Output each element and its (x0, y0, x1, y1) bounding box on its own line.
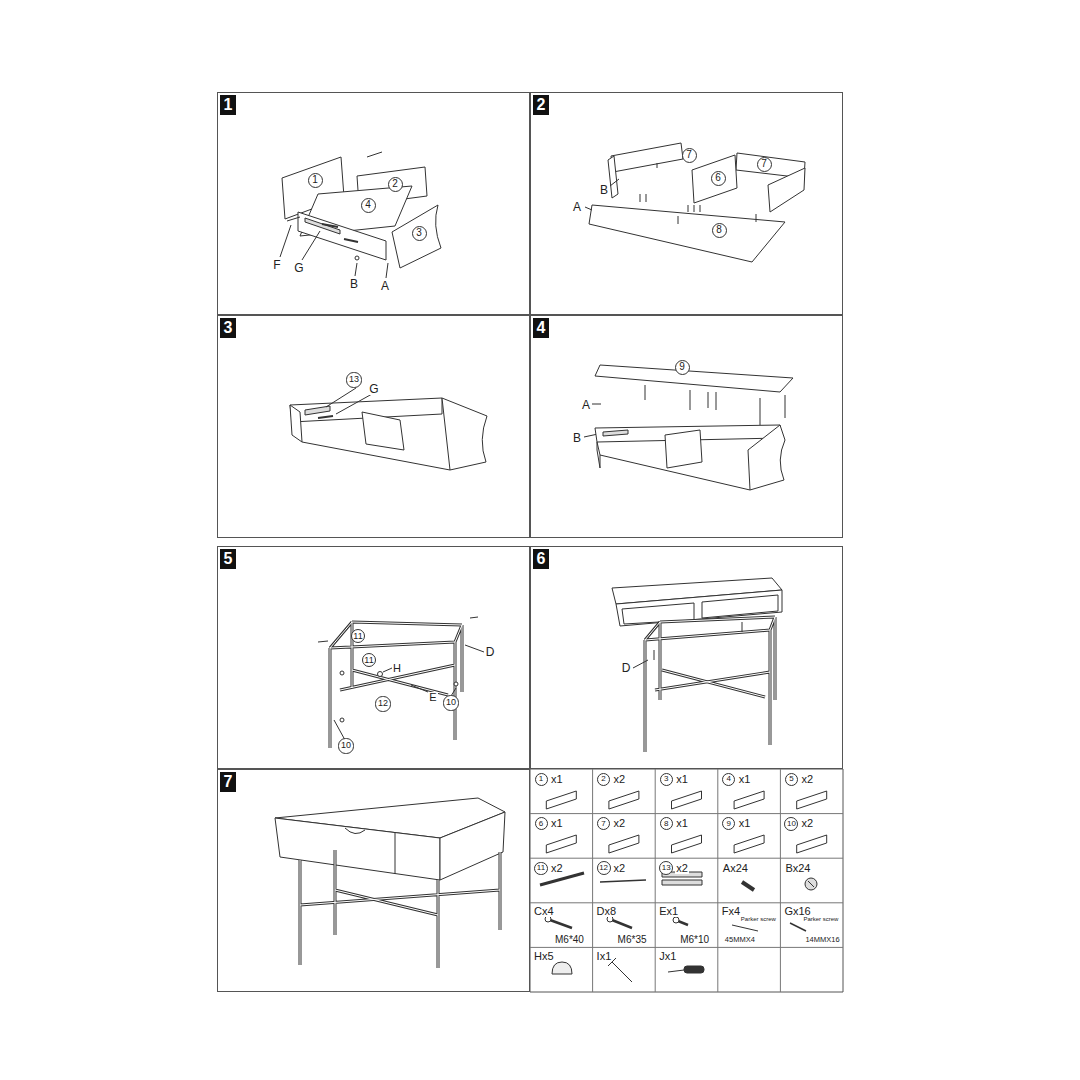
part-number: 12 (597, 861, 611, 875)
part-label: M6*10 (679, 935, 710, 945)
step-number: 5 (220, 549, 236, 569)
part-number: 4 (722, 773, 735, 786)
part-label: Parker screw (802, 916, 839, 922)
part-number: 5 (785, 773, 798, 786)
step-panel: 4 (530, 315, 843, 538)
part-label: M6*40 (554, 935, 585, 945)
callout-number: 11 (362, 653, 376, 667)
part-label: Cx4 (533, 906, 555, 917)
part-label: x1 (675, 818, 689, 829)
part-label: x2 (550, 863, 564, 874)
part-label: x2 (613, 818, 627, 829)
part-number: 2 (597, 773, 610, 786)
callout-number: 4 (361, 198, 376, 213)
part-label: Ex1 (658, 906, 679, 917)
part-label: x2 (800, 774, 814, 785)
callout-letter: G (368, 383, 379, 395)
callout-letter: G (293, 262, 304, 274)
callout-letter: A (572, 201, 582, 213)
callout-number: 2 (388, 177, 403, 192)
step-number: 2 (533, 95, 549, 115)
part-label: Parker screw (740, 916, 777, 922)
callout-number: 10 (338, 738, 353, 753)
part-number: 6 (535, 817, 548, 830)
step-number: 7 (220, 772, 236, 792)
callout-number: 11 (351, 629, 365, 643)
part-label: M6*35 (617, 935, 648, 945)
part-label: 45MMX4 (724, 936, 756, 944)
part-label: Ax24 (722, 863, 749, 874)
part-number: 13 (659, 861, 673, 875)
callout-letter: B (572, 432, 582, 444)
step-panel: 6 (530, 546, 843, 769)
part-label: x2 (800, 818, 814, 829)
part-number: 7 (597, 817, 610, 830)
callout-letter: H (392, 663, 402, 674)
part-label: x1 (550, 774, 564, 785)
callout-number: 13 (346, 372, 361, 387)
part-number: 8 (660, 817, 673, 830)
callout-letter: B (349, 278, 359, 290)
part-number: 9 (722, 817, 735, 830)
part-label: Hx5 (533, 951, 555, 962)
part-number: 11 (534, 862, 547, 875)
callout-letter: D (485, 646, 496, 658)
callout-number: 7 (757, 157, 772, 172)
part-label: x1 (738, 774, 752, 785)
part-label: x2 (613, 774, 627, 785)
part-number: 10 (784, 817, 798, 831)
callout-number: 9 (675, 360, 690, 375)
callout-letter: E (428, 692, 437, 703)
part-label: x2 (675, 863, 689, 874)
callout-letter: A (581, 399, 591, 411)
part-label: x1 (738, 818, 752, 829)
callout-letter: F (272, 259, 281, 271)
part-label: Jx1 (658, 951, 677, 962)
part-label: Ix1 (596, 951, 613, 962)
step-number: 1 (220, 95, 236, 115)
step-panel: 3 (217, 315, 530, 538)
callout-letter: D (621, 662, 632, 674)
part-label: Bx24 (784, 863, 811, 874)
step-number: 3 (220, 318, 236, 338)
callout-number: 3 (412, 226, 427, 241)
part-label: x1 (550, 818, 564, 829)
part-label: x1 (675, 774, 689, 785)
part-number: 3 (660, 773, 673, 786)
callout-letter: A (380, 280, 390, 292)
step-number: 6 (533, 549, 549, 569)
callout-number: 6 (711, 171, 726, 186)
callout-number: 10 (443, 695, 458, 710)
step-panel: 7 (217, 769, 530, 992)
step-number: 4 (533, 318, 549, 338)
part-label: Fx4 (721, 906, 741, 917)
part-label: 14MMX16 (804, 936, 840, 944)
callout-number: 1 (308, 173, 323, 188)
callout-number: 7 (682, 148, 697, 163)
part-label: Dx8 (596, 906, 618, 917)
callout-number: 12 (375, 696, 390, 711)
callout-number: 8 (712, 223, 727, 238)
part-label: x2 (613, 863, 627, 874)
part-number: 1 (535, 773, 548, 786)
callout-letter: B (599, 184, 609, 196)
